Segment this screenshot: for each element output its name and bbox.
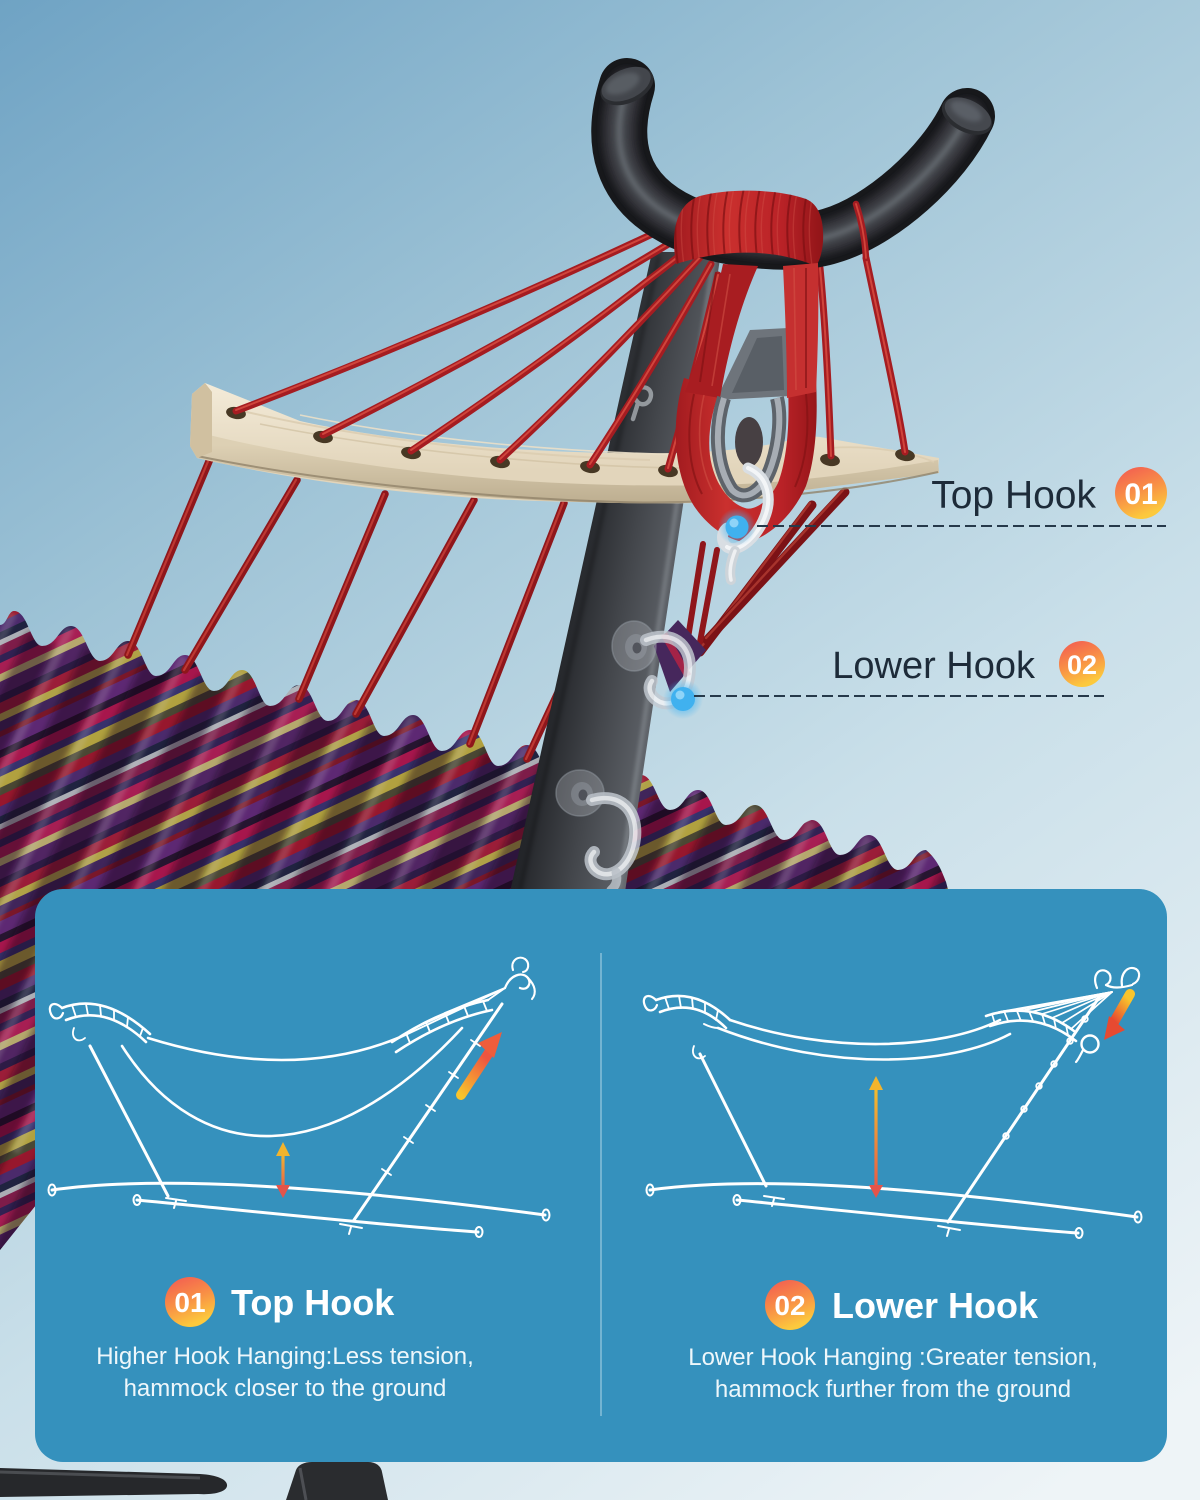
svg-text:02: 02	[774, 1290, 805, 1321]
svg-text:hammock further from the groun: hammock further from the ground	[715, 1376, 1071, 1403]
svg-text:Lower Hook Hanging :Greater te: Lower Hook Hanging :Greater tension,	[688, 1344, 1098, 1371]
svg-text:02: 02	[1067, 650, 1097, 680]
svg-text:Top Hook: Top Hook	[231, 1282, 395, 1323]
svg-text:Lower Hook: Lower Hook	[832, 645, 1036, 687]
svg-text:Higher Hook Hanging:Less tensi: Higher Hook Hanging:Less tension,	[96, 1343, 474, 1370]
svg-text:Lower Hook: Lower Hook	[832, 1285, 1039, 1326]
svg-text:01: 01	[1124, 478, 1157, 511]
svg-text:01: 01	[174, 1287, 205, 1318]
svg-text:hammock closer to the ground: hammock closer to the ground	[124, 1375, 447, 1402]
svg-text:Top Hook: Top Hook	[931, 474, 1096, 517]
